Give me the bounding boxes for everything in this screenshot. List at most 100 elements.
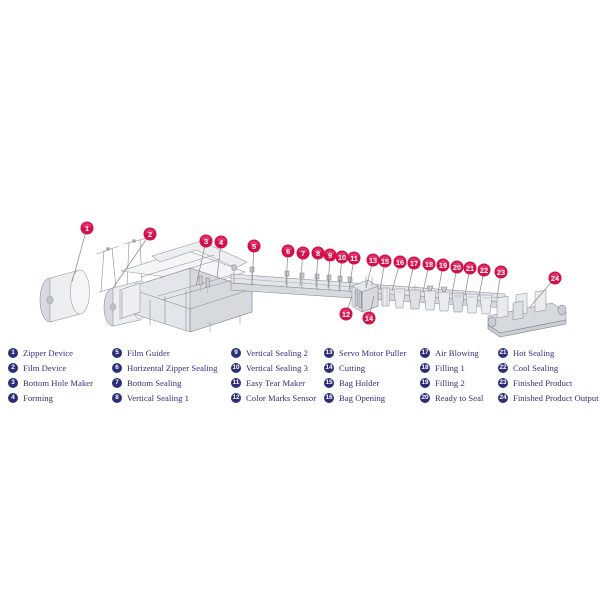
legend-bullet-12: 12: [231, 393, 241, 404]
legend-bullet-8: 8: [112, 393, 122, 404]
callout-marker-21[interactable]: 21: [463, 261, 477, 296]
legend-label-8: Vertical Sealing 1: [127, 393, 189, 404]
callout-number-5: 5: [252, 242, 256, 251]
callout-marker-16[interactable]: 16: [391, 255, 407, 292]
callout-marker-20[interactable]: 20: [450, 260, 464, 295]
callout-number-2: 2: [148, 230, 152, 239]
callout-leader-1: [71, 227, 88, 283]
callout-marker-8[interactable]: 8: [311, 246, 325, 288]
callout-gloss-2: [145, 229, 155, 235]
legend-label-7: Bottom Sealing: [127, 377, 182, 388]
legend-label-20: Ready to Seal: [435, 393, 484, 404]
callout-number-1: 1: [85, 224, 89, 233]
callout-marker-10[interactable]: 10: [335, 250, 349, 290]
callout-number-20: 20: [453, 263, 461, 272]
legend-bullet-13: 13: [324, 347, 334, 358]
legend-item-18[interactable]: 18 Filling 1: [420, 360, 483, 375]
legend-bullet-21: 21: [498, 347, 508, 358]
callout-number-19: 19: [439, 261, 447, 270]
legend-bullet-7: 7: [112, 377, 122, 388]
forming-unit: [119, 240, 253, 333]
legend-bullet-20: 20: [420, 393, 430, 404]
callout-number-15: 15: [381, 257, 389, 266]
callout-marker-14[interactable]: 14: [362, 295, 376, 325]
callout-marker-17[interactable]: 17: [407, 256, 421, 292]
callout-gloss-4: [216, 237, 226, 243]
legend-label-15: Bag Holder: [339, 377, 380, 388]
callout-gloss-12: [341, 309, 351, 315]
legend-label-14: Cutting: [339, 362, 366, 373]
legend-label-5: Film Guider: [127, 347, 170, 358]
callout-marker-18[interactable]: 18: [422, 257, 436, 293]
legend-label-24: Finished Product Output: [513, 393, 599, 404]
legend-bullet-10: 10: [231, 362, 241, 373]
callout-marker-11[interactable]: 11: [347, 251, 361, 291]
legend-item-15[interactable]: 15 Bag Holder: [324, 375, 406, 390]
callout-gloss-15: [380, 256, 390, 262]
legend-bullet-15: 15: [324, 377, 334, 388]
legend-item-7[interactable]: 7 Bottom Sealing: [112, 375, 218, 390]
callout-number-14: 14: [365, 314, 374, 323]
callout-marker-1[interactable]: 1: [71, 221, 94, 283]
callout-gloss-23: [496, 267, 506, 273]
callout-marker-23[interactable]: 23: [494, 265, 508, 298]
legend-bullet-23: 23: [498, 377, 508, 388]
legend-bullet-3: 3: [8, 377, 18, 388]
legend-label-6: Horizental Zipper Sealing: [127, 362, 218, 373]
legend-label-19: Filling 2: [435, 377, 465, 388]
callout-marker-24[interactable]: 24: [529, 271, 562, 308]
callout-gloss-7: [298, 248, 308, 254]
legend-item-20[interactable]: 20 Ready to Seal: [420, 391, 483, 406]
callout-marker-12[interactable]: 12: [339, 295, 353, 321]
legend-label-11: Easy Tear Maker: [246, 377, 306, 388]
callout-marker-15[interactable]: 15: [378, 254, 392, 291]
legend-bullet-17: 17: [420, 347, 430, 358]
legend-bullet-2: 2: [8, 362, 18, 373]
callout-gloss-5: [249, 241, 259, 247]
legend-item-8[interactable]: 8 Vertical Sealing 1: [112, 391, 218, 406]
callout-marker-9[interactable]: 9: [323, 248, 337, 289]
callout-marker-4[interactable]: 4: [214, 235, 228, 279]
callout-marker-6[interactable]: 6: [281, 244, 295, 286]
callout-number-3: 3: [204, 237, 208, 246]
legend-bullet-18: 18: [420, 362, 430, 373]
callout-marker-13[interactable]: 13: [365, 253, 380, 289]
callout-marker-22[interactable]: 22: [477, 263, 491, 297]
callout-gloss-10: [337, 252, 347, 258]
callout-marker-7[interactable]: 7: [296, 246, 310, 287]
callout-gloss-6: [283, 246, 293, 252]
callout-gloss-24: [550, 273, 560, 279]
callout-marker-5[interactable]: 5: [247, 239, 261, 285]
legend-label-18: Filling 1: [435, 362, 465, 373]
callout-marker-3[interactable]: 3: [195, 234, 213, 287]
callout-marker-2[interactable]: 2: [112, 227, 157, 289]
callout-gloss-8: [313, 248, 323, 254]
callout-number-23: 23: [497, 268, 505, 277]
callout-gloss-1: [82, 223, 92, 229]
callout-marker-19[interactable]: 19: [436, 258, 450, 294]
output-conveyor: [487, 289, 567, 338]
